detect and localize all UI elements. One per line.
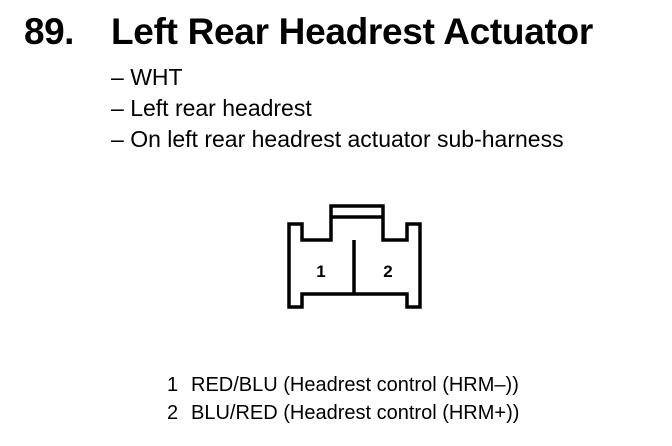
pin-2-label: 2: [383, 262, 392, 281]
pin-number: 2: [167, 402, 179, 424]
harness-location: On left rear headrest actuator sub-harne…: [111, 124, 563, 155]
connector-body-outline: [287, 204, 422, 309]
pin-1-label: 1: [316, 262, 325, 281]
pinout-list: 1 RED/BLU (Headrest control (HRM–)) 2 BLU/…: [167, 371, 519, 427]
component-title: Left Rear Headrest Actuator: [111, 11, 593, 52]
pin-number: 1: [167, 374, 179, 396]
connector-diagram: 1 2: [287, 204, 422, 309]
connector-color: WHT: [111, 62, 564, 93]
component-details: WHT Left rear headrest On left rear head…: [111, 62, 564, 155]
pinout-row: 2 BLU/RED (Headrest control (HRM+)): [167, 399, 519, 427]
pin-description: BLU/RED (Headrest control (HRM+)): [191, 402, 520, 424]
pin-description: RED/BLU (Headrest control (HRM–)): [191, 374, 519, 396]
pinout-row: 1 RED/BLU (Headrest control (HRM–)): [167, 371, 519, 399]
component-number: 89.: [24, 11, 74, 52]
component-location: Left rear headrest: [111, 93, 564, 124]
